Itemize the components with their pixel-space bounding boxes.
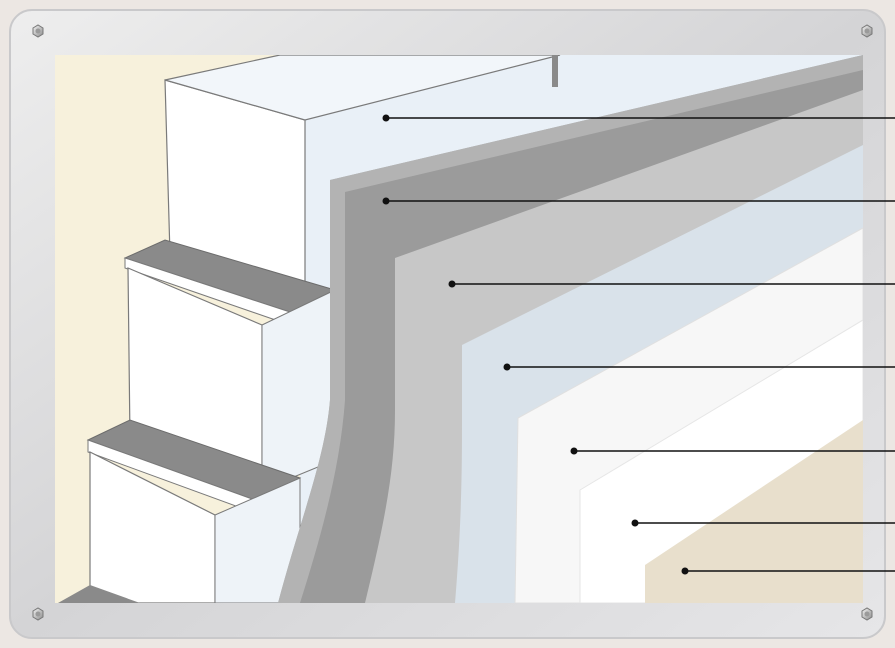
masonry-blocks bbox=[58, 55, 561, 603]
callout-2 bbox=[382, 197, 895, 205]
callout-7 bbox=[681, 567, 895, 575]
callouts bbox=[382, 114, 895, 575]
hex-bolt-icon bbox=[861, 607, 873, 621]
callout-3 bbox=[448, 280, 895, 288]
hex-bolt-icon bbox=[32, 607, 44, 621]
callout-4 bbox=[503, 363, 895, 371]
callout-6 bbox=[631, 519, 895, 527]
hex-bolt-icon bbox=[861, 24, 873, 38]
callout-1 bbox=[382, 114, 895, 122]
hex-bolt-icon bbox=[32, 24, 44, 38]
callout-5 bbox=[570, 447, 895, 455]
beige-finish-layer bbox=[645, 420, 863, 603]
cutaway-artwork bbox=[55, 55, 863, 603]
